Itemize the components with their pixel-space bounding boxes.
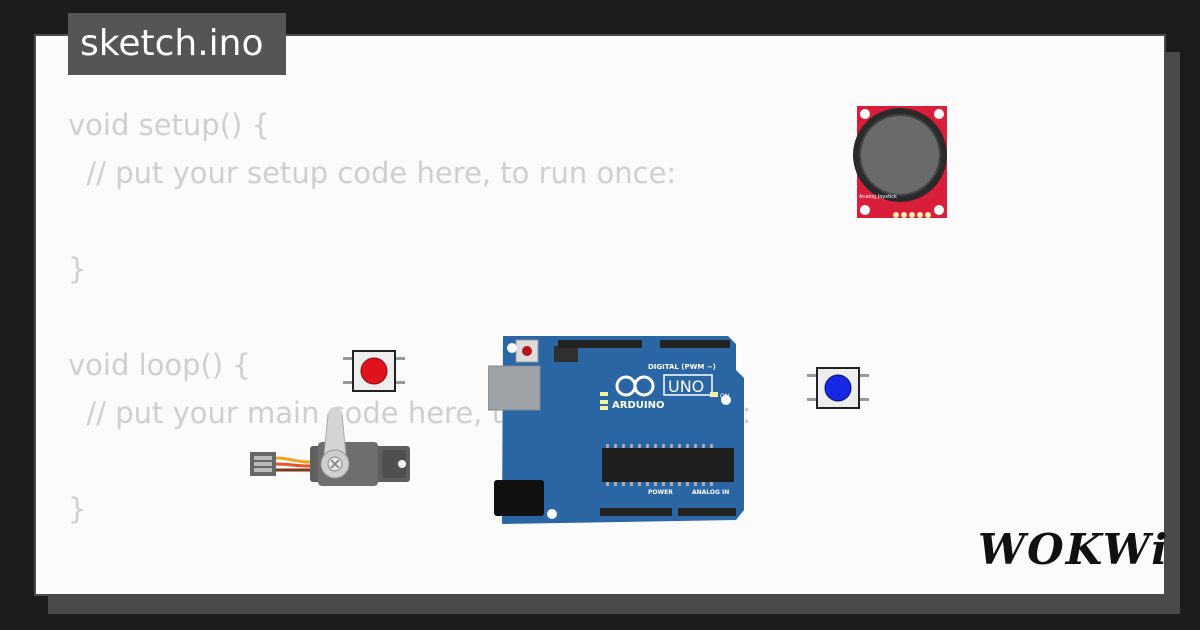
button-leg <box>859 374 869 377</box>
icsp-header <box>554 346 578 362</box>
button-leg <box>807 374 817 377</box>
mount-hole <box>398 460 406 468</box>
servo-wire-signal <box>275 456 311 464</box>
sketch-filename-tab[interactable]: sketch.ino <box>68 13 286 75</box>
power-jack <box>494 480 544 516</box>
wokwi-logo: WOKWi <box>978 525 1170 574</box>
button-leg <box>395 381 405 384</box>
reset-button-cap[interactable] <box>522 346 532 356</box>
power-header <box>600 508 672 516</box>
l-led <box>600 392 608 396</box>
chip-pins <box>606 444 713 486</box>
analog-header <box>678 508 736 516</box>
mount-hole <box>934 205 944 215</box>
joystick-knob[interactable] <box>859 114 941 196</box>
tx-led <box>600 400 608 404</box>
button-cap[interactable] <box>824 374 852 402</box>
digital-header-left <box>558 340 642 348</box>
servo-motor[interactable] <box>250 406 412 490</box>
mount-hole <box>721 395 731 405</box>
button-leg <box>343 357 353 360</box>
servo-wire-power <box>275 462 311 468</box>
mount-hole <box>934 109 944 119</box>
connector-pin <box>254 456 272 460</box>
joystick-label: Analog Joystick <box>859 194 897 200</box>
arduino-logo <box>615 375 655 397</box>
power-header-label: POWER <box>648 489 673 496</box>
connector-pin <box>254 468 272 472</box>
analog-joystick[interactable]: Analog Joystick <box>852 105 950 221</box>
digital-header-right <box>660 340 730 348</box>
servo-mount-tab <box>382 450 406 478</box>
pushbutton-red[interactable] <box>343 349 405 393</box>
button-leg <box>343 381 353 384</box>
atmega-chip <box>602 448 734 482</box>
pushbutton-blue[interactable] <box>807 366 869 410</box>
uno-model-label: UNO <box>668 377 704 396</box>
rx-led <box>600 406 608 410</box>
power-led-label: ON <box>720 393 729 400</box>
connector-pin <box>254 462 272 466</box>
uno-badge <box>663 374 713 396</box>
usb-connector <box>488 365 541 411</box>
mount-hole <box>860 205 870 215</box>
arduino-uno[interactable]: DIGITAL (PWM ~) ARDUINO UNO ON POWER ANA… <box>488 334 744 526</box>
servo-screw-cross <box>330 459 340 469</box>
button-leg <box>395 357 405 360</box>
button-leg <box>807 398 817 401</box>
button-leg <box>859 398 869 401</box>
mount-hole <box>547 509 557 519</box>
button-cap[interactable] <box>360 357 388 385</box>
analog-header-label: ANALOG IN <box>692 489 729 496</box>
power-led <box>710 392 718 397</box>
digital-header-label: DIGITAL (PWM ~) <box>648 363 716 371</box>
mount-hole <box>507 343 517 353</box>
arduino-brand-label: ARDUINO <box>612 400 664 411</box>
servo-horn-tip <box>328 407 342 421</box>
joystick-pins <box>893 212 931 218</box>
mount-hole <box>860 109 870 119</box>
